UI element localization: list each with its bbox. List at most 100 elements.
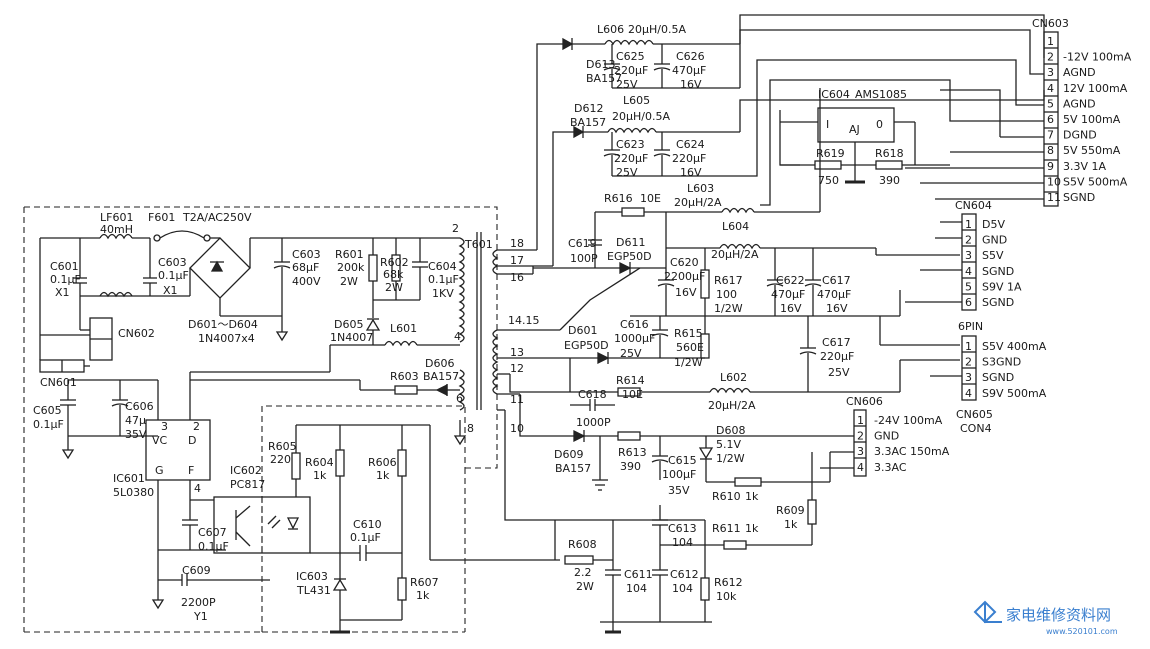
value-r610: 1k — [745, 490, 759, 503]
value-d608: 5.1V — [716, 438, 741, 451]
value-r611: 1k — [745, 522, 759, 535]
label-t601: T601 — [464, 238, 493, 251]
label-cn602: CN602 — [118, 327, 155, 340]
value-r605: 220 — [270, 453, 291, 466]
label-l604: L604 — [722, 220, 749, 233]
cn603-pin-10: 10 — [1047, 175, 1061, 188]
value-c603a: 0.1μF — [158, 269, 189, 282]
ic601-pin-f: F — [188, 464, 194, 477]
value-l604: 20μH/2A — [711, 248, 759, 261]
label-c624: C624 — [676, 138, 705, 151]
t-pin-12: 12 — [510, 362, 524, 375]
cn603-pin-11: 11 — [1047, 191, 1061, 204]
value-r618: 390 — [879, 174, 900, 187]
voltage-c620: 16V — [675, 286, 697, 299]
value-c623: 220μF — [614, 152, 648, 165]
cn603-connector — [1043, 31, 1059, 207]
watermark-text: 家电维修资料网 — [1006, 606, 1111, 624]
power-r617: 1/2W — [714, 302, 743, 315]
label-r607: R607 — [410, 576, 439, 589]
value-c620: 2200μF — [664, 270, 705, 283]
value-l602: 20μH/2A — [708, 399, 756, 412]
label-l606: L606 — [597, 23, 624, 36]
cn604-pin-2: 2 — [965, 234, 972, 247]
cn604-pin-5: 5 — [965, 280, 972, 293]
label-l603: L603 — [687, 182, 714, 195]
label-r613: R613 — [618, 446, 647, 459]
label-r617: R617 — [714, 274, 743, 287]
cn604-signal-5: S9V 1A — [982, 280, 1022, 293]
cn603-signal-4: 12V 100mA — [1063, 82, 1128, 95]
cn604-signal-2: GND — [982, 234, 1007, 247]
label-r609: R609 — [776, 504, 805, 517]
label-d606: D606 — [425, 357, 454, 370]
value-c616: 1000μF — [614, 332, 655, 345]
value-d609: BA157 — [555, 462, 591, 475]
cn603-pin-4: 4 — [1047, 82, 1054, 95]
cn603-pin-5: 5 — [1047, 97, 1054, 110]
value-c618: 1000P — [576, 416, 611, 429]
cn605-header: 6PIN — [958, 320, 983, 333]
ic601-pin-d: D — [188, 434, 196, 447]
cn603-pin-6: 6 — [1047, 113, 1054, 126]
value-c622: 470μF — [771, 288, 805, 301]
cn603-signal-5: AGND — [1063, 97, 1096, 110]
ic601-pin-vc: VC — [152, 434, 168, 447]
t-pin-10: 10 — [510, 422, 524, 435]
type-c601: X1 — [55, 286, 70, 299]
voltage-c625: 25V — [616, 78, 638, 91]
bulk-capacitor — [273, 238, 291, 316]
label-c619: C619 — [568, 237, 597, 250]
connector-labels: CN603 CN604 6PIN CN605 CON4 CN606 — [846, 17, 1069, 435]
label-d608: D608 — [716, 424, 745, 437]
voltage-c617b: 25V — [828, 366, 850, 379]
component-labels: LF601 40mH F601 T2A/AC250V C601 0.1μF X1… — [33, 23, 907, 623]
label-d605: D605 — [334, 318, 363, 331]
voltage-c617: 16V — [826, 302, 848, 315]
cn605-title: CN605 — [956, 408, 993, 421]
value-c606: 47μ — [125, 414, 146, 427]
label-c609: C609 — [182, 564, 211, 577]
value-r601: 200k — [337, 261, 365, 274]
label-r605: R605 — [268, 440, 297, 453]
cn604-signal-4: SGND — [982, 265, 1014, 278]
label-d611: D611 — [616, 236, 645, 249]
watermark-url: www.520101.com — [1046, 627, 1118, 636]
voltage-c623: 25V — [616, 166, 638, 179]
power-r608: 2W — [576, 580, 594, 593]
value-r614: 10E — [622, 388, 643, 401]
label-r601: R601 — [335, 248, 364, 261]
cn606-title: CN606 — [846, 395, 883, 408]
type-c603a: X1 — [163, 284, 178, 297]
value-c613: 104 — [672, 536, 693, 549]
value-r613: 390 — [620, 460, 641, 473]
label-c611: C611 — [624, 568, 653, 581]
label-cn601: CN601 — [40, 376, 77, 389]
value-l605: 20μH/0.5A — [612, 110, 670, 123]
cn606-signal-4: 3.3AC — [874, 461, 907, 474]
voltage-c603: 400V — [292, 275, 321, 288]
label-r612: R612 — [714, 576, 743, 589]
value-r604: 1k — [313, 469, 327, 482]
voltage-c604: 1KV — [432, 287, 454, 300]
label-r602: R602 — [380, 256, 409, 269]
value-r608: 2.2 — [574, 566, 592, 579]
value-d612: BA157 — [570, 116, 606, 129]
value-c603: 68μF — [292, 261, 319, 274]
label-c612: C612 — [670, 568, 699, 581]
cn604-pin-3: 3 — [965, 249, 972, 262]
cn604-title: CN604 — [955, 199, 992, 212]
cn605-pin-4: 4 — [965, 387, 972, 400]
t-pin-1415: 14.15 — [508, 314, 540, 327]
label-c626: C626 — [676, 50, 705, 63]
label-c617b: C617 — [822, 336, 851, 349]
s9v-section — [555, 316, 960, 411]
value-l603: 20μH/2A — [674, 196, 722, 209]
t-pin-18: 18 — [510, 237, 524, 250]
cn603-signal-10: S5V 500mA — [1063, 175, 1128, 188]
cn603-signal-9: 3.3V 1A — [1063, 160, 1107, 173]
cn603-title: CN603 — [1032, 17, 1069, 30]
label-l601: L601 — [390, 322, 417, 335]
